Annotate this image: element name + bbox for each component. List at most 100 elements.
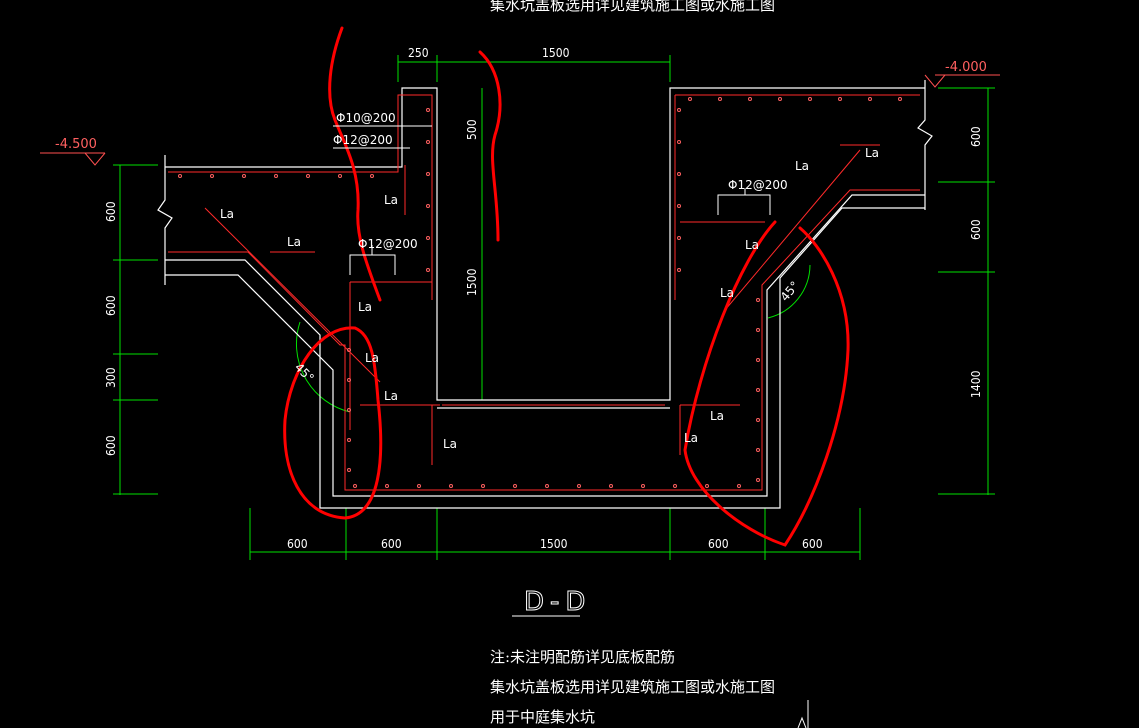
dim-left-1: 600 <box>104 201 118 222</box>
angle-label-right: 45° <box>778 279 802 304</box>
rebar-dot <box>677 140 681 144</box>
rebar-dot <box>274 174 278 178</box>
rebar-dot <box>756 298 760 302</box>
rebar-dot <box>513 484 517 488</box>
rebar-dot <box>868 97 872 101</box>
rebar-dot <box>426 268 430 272</box>
rebar-dot <box>426 140 430 144</box>
svg-text:La: La <box>384 389 398 403</box>
svg-text:-4.500: -4.500 <box>55 137 97 152</box>
rebar-dot <box>347 378 351 382</box>
top-cut-note: 集水坑盖板选用详见建筑施工图或水施工图 <box>490 0 775 14</box>
dim-bottom-2: 600 <box>381 537 402 551</box>
dim-left-4: 600 <box>104 435 118 456</box>
rebar-dot <box>737 484 741 488</box>
rebar-dot <box>178 174 182 178</box>
rebar-dot <box>748 97 752 101</box>
dim-left-3: 300 <box>104 367 118 388</box>
svg-text:La: La <box>710 409 724 423</box>
rebar-dot <box>838 97 842 101</box>
rebar-dot <box>426 204 430 208</box>
note-line-3: 用于中庭集水坑 <box>490 708 595 726</box>
note-line-2: 集水坑盖板选用详见建筑施工图或水施工图 <box>490 678 775 696</box>
rebar-dot <box>673 484 677 488</box>
rebar-dot <box>677 108 681 112</box>
rebar-label-phi12-b: Φ12@200 <box>358 237 418 251</box>
svg-text:La: La <box>220 207 234 221</box>
rebar-dot <box>242 174 246 178</box>
rebar-dot <box>370 174 374 178</box>
rebar-dot <box>808 97 812 101</box>
dim-bottom-5: 600 <box>802 537 823 551</box>
markup-stroke-1 <box>328 26 382 302</box>
rebar-label-phi12-a: Φ12@200 <box>333 133 393 147</box>
rebar-dot <box>756 358 760 362</box>
dim-right-2: 600 <box>969 219 983 240</box>
dim-right-1: 600 <box>969 126 983 147</box>
svg-text:-4.000: -4.000 <box>945 60 987 75</box>
rebar-dot <box>688 97 692 101</box>
svg-text:La: La <box>684 431 698 445</box>
rebar-dot <box>347 408 351 412</box>
rebar-dot <box>210 174 214 178</box>
rebar-dot <box>641 484 645 488</box>
rebar-dot <box>609 484 613 488</box>
rebar-dot <box>705 484 709 488</box>
svg-text:La: La <box>384 193 398 207</box>
dim-bottom-4: 600 <box>708 537 729 551</box>
rebar-dot <box>306 174 310 178</box>
rebar-label-phi10: Φ10@200 <box>336 111 396 125</box>
angle-label-left: 45° <box>292 360 317 385</box>
rebar-dots <box>178 97 902 488</box>
svg-text:La: La <box>795 159 809 173</box>
section-title: D-D <box>524 587 591 617</box>
elevation-right: -4.000 <box>924 60 1000 88</box>
concrete-outline <box>157 80 933 509</box>
elevation-left: -4.500 <box>40 137 106 166</box>
rebar-dot <box>577 484 581 488</box>
rebar-dot <box>426 108 430 112</box>
dim-left-2: 600 <box>104 295 118 316</box>
svg-text:La: La <box>365 351 379 365</box>
rebar-dot <box>677 204 681 208</box>
rebar-dot <box>347 468 351 472</box>
dim-inner-500: 500 <box>465 119 479 140</box>
rebar-dot <box>385 484 389 488</box>
note-line-1: 注:未注明配筋详见底板配筋 <box>490 648 675 666</box>
svg-text:La: La <box>358 300 372 314</box>
rebar-lines <box>168 94 920 491</box>
rebar-dot <box>545 484 549 488</box>
rebar-dot <box>417 484 421 488</box>
rebar-dot <box>677 172 681 176</box>
rebar-dot <box>426 172 430 176</box>
hand-markup <box>283 26 850 547</box>
rebar-dot <box>756 448 760 452</box>
dim-wall-250: 250 <box>408 46 429 60</box>
rebar-label-phi12-c: Φ12@200 <box>728 178 788 192</box>
rebar-dot <box>718 97 722 101</box>
dim-bottom-1: 600 <box>287 537 308 551</box>
rebar-dot <box>756 478 760 482</box>
rebar-dot <box>338 174 342 178</box>
markup-stroke-2 <box>478 50 502 242</box>
rebar-dot <box>756 328 760 332</box>
rebar-dot <box>677 236 681 240</box>
anchor-labels: La La La La La La La La La La La La La <box>220 146 879 451</box>
markup-circle-left <box>283 326 383 520</box>
svg-text:La: La <box>443 437 457 451</box>
edge-arrow <box>797 716 807 728</box>
rebar-dot <box>426 236 430 240</box>
rebar-dot <box>449 484 453 488</box>
svg-text:La: La <box>720 286 734 300</box>
rebar-dot <box>481 484 485 488</box>
markup-circle-right <box>683 220 850 547</box>
dim-inner-1500: 1500 <box>465 268 479 296</box>
rebar-dot <box>756 418 760 422</box>
rebar-dot <box>677 268 681 272</box>
rebar-dot <box>347 348 351 352</box>
dim-bottom-3: 1500 <box>540 537 568 551</box>
rebar-dot <box>778 97 782 101</box>
rebar-dot <box>756 388 760 392</box>
